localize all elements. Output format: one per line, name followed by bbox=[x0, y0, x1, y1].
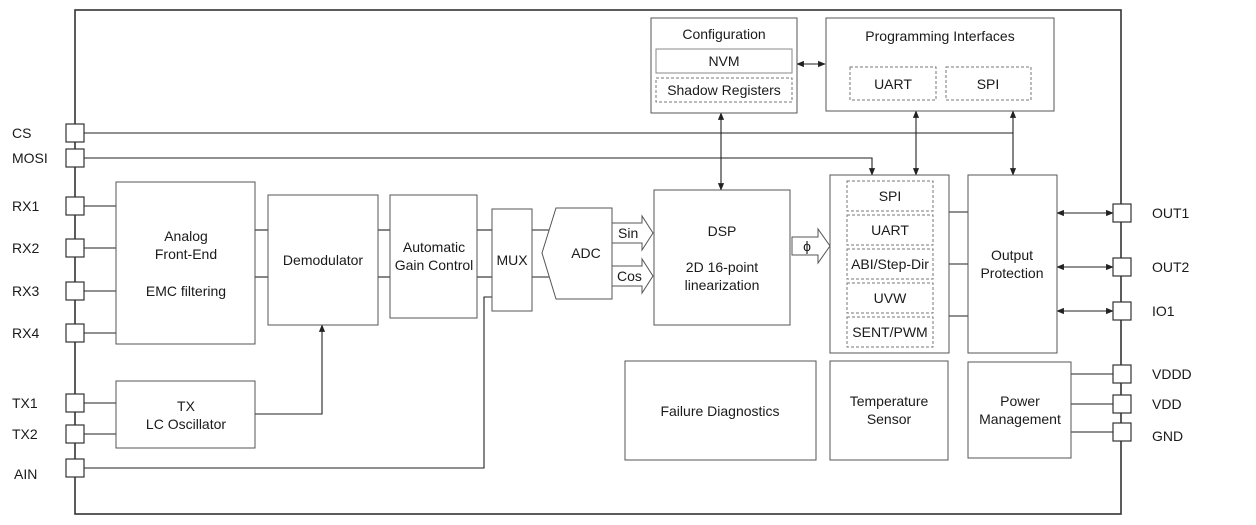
left-pins: CS MOSI RX1 RX2 RX3 RX4 TX1 TX2 AIN bbox=[12, 123, 85, 482]
nvm-label: NVM bbox=[708, 53, 739, 69]
svg-text:TX2: TX2 bbox=[12, 426, 38, 442]
osc-demod-wire bbox=[255, 324, 326, 415]
svg-text:EMC filtering: EMC filtering bbox=[146, 283, 226, 299]
interface-uvw-box bbox=[846, 282, 934, 314]
svg-text:VDD: VDD bbox=[1152, 396, 1182, 412]
svg-text:RX4: RX4 bbox=[12, 325, 39, 341]
programming-interfaces-block: Programming Interfaces UART SPI bbox=[825, 17, 1055, 112]
pin-out1: OUT1 bbox=[1112, 203, 1190, 223]
svg-text:Power: Power bbox=[1000, 393, 1040, 409]
interface-uart-label: UART bbox=[871, 222, 909, 238]
svg-text:Management: Management bbox=[979, 411, 1061, 427]
failure-diagnostics-block: Failure Diagnostics bbox=[624, 360, 817, 461]
tx-oscillator-block: TX LC Oscillator bbox=[115, 380, 256, 449]
interface-spi-label: SPI bbox=[879, 188, 902, 204]
mosi-wire bbox=[84, 157, 876, 176]
svg-text:Temperature: Temperature bbox=[850, 393, 929, 409]
analog-front-end-block: Analog Front-End EMC filtering bbox=[115, 181, 256, 345]
interface-sent-box bbox=[846, 316, 934, 348]
svg-text:RX2: RX2 bbox=[12, 240, 39, 256]
nvm-box bbox=[655, 48, 793, 74]
interface-abi-label: ABI/Step-Dir bbox=[851, 256, 929, 272]
phi-label: ϕ bbox=[803, 238, 811, 254]
svg-text:AIN: AIN bbox=[14, 466, 37, 482]
svg-text:RX1: RX1 bbox=[12, 198, 39, 214]
interface-uvw-label: UVW bbox=[874, 290, 907, 306]
pin-rx1: RX1 bbox=[12, 196, 85, 216]
svg-text:Failure Diagnostics: Failure Diagnostics bbox=[660, 403, 779, 419]
interface-sent-label: SENT/PWM bbox=[852, 324, 927, 340]
svg-text:Protection: Protection bbox=[980, 265, 1043, 281]
svg-text:OUT1: OUT1 bbox=[1152, 205, 1190, 221]
pin-cs: CS bbox=[12, 123, 85, 143]
pin-vddd: VDDD bbox=[1112, 364, 1192, 384]
pin-out2: OUT2 bbox=[1112, 257, 1190, 277]
svg-text:ADC: ADC bbox=[571, 245, 601, 261]
interface-spi-box bbox=[846, 180, 934, 212]
power-management-block: Power Management bbox=[967, 361, 1072, 459]
interface-uart-box bbox=[846, 214, 934, 246]
pin-io1: IO1 bbox=[1112, 301, 1175, 321]
pin-ain: AIN bbox=[14, 458, 85, 482]
svg-text:IO1: IO1 bbox=[1152, 303, 1175, 319]
pin-tx1: TX1 bbox=[12, 393, 85, 413]
ain-wire bbox=[84, 296, 492, 469]
svg-text:Sensor: Sensor bbox=[867, 411, 912, 427]
phi-arrow: ϕ bbox=[791, 227, 831, 265]
pin-rx3: RX3 bbox=[12, 281, 85, 301]
output-protection-block: Output Protection bbox=[967, 174, 1058, 354]
interface-abi-box bbox=[846, 248, 934, 280]
svg-text:TX1: TX1 bbox=[12, 395, 38, 411]
svg-text:OUT2: OUT2 bbox=[1152, 259, 1190, 275]
svg-text:TX: TX bbox=[177, 398, 196, 414]
configuration-block: Configuration NVM Shadow Registers bbox=[650, 17, 798, 114]
adc-block: ADC bbox=[541, 207, 613, 300]
pin-tx2: TX2 bbox=[12, 424, 85, 444]
pin-gnd: GND bbox=[1112, 422, 1183, 444]
svg-text:GND: GND bbox=[1152, 428, 1183, 444]
shadow-registers-label: Shadow Registers bbox=[667, 82, 781, 98]
svg-text:Analog: Analog bbox=[164, 228, 208, 244]
pin-rx4: RX4 bbox=[12, 323, 85, 343]
svg-text:linearization: linearization bbox=[685, 277, 760, 293]
programming-interfaces-title: Programming Interfaces bbox=[865, 28, 1014, 44]
prog-spi-label: SPI bbox=[977, 76, 1000, 92]
svg-text:Demodulator: Demodulator bbox=[283, 252, 363, 268]
agc-block: Automatic Gain Control bbox=[389, 194, 478, 319]
cos-label: Cos bbox=[617, 268, 642, 284]
cos-arrow: Cos bbox=[611, 257, 654, 295]
pin-vdd: VDD bbox=[1112, 394, 1182, 414]
svg-text:CS: CS bbox=[12, 125, 31, 141]
prog-uart-box bbox=[849, 66, 937, 101]
svg-text:Output: Output bbox=[991, 247, 1033, 263]
svg-text:Front-End: Front-End bbox=[155, 246, 217, 262]
configuration-title: Configuration bbox=[682, 26, 765, 42]
shadow-registers-box bbox=[655, 77, 793, 103]
svg-text:VDDD: VDDD bbox=[1152, 366, 1192, 382]
svg-text:LC Oscillator: LC Oscillator bbox=[146, 416, 226, 432]
demodulator-block: Demodulator bbox=[267, 194, 379, 326]
svg-text:Automatic: Automatic bbox=[403, 239, 465, 255]
mux-block: MUX bbox=[491, 208, 533, 312]
sin-arrow: Sin bbox=[611, 214, 654, 252]
svg-text:MUX: MUX bbox=[496, 252, 528, 268]
interfaces-block: SPI UART ABI/Step-Dir UVW SENT/PWM bbox=[829, 174, 950, 354]
right-pins: OUT1 OUT2 IO1 VDDD VDD GND bbox=[1112, 203, 1192, 444]
dsp-block: DSP 2D 16-point linearization bbox=[653, 189, 791, 326]
svg-text:DSP: DSP bbox=[708, 223, 737, 239]
pin-rx2: RX2 bbox=[12, 238, 85, 258]
pin-mosi: MOSI bbox=[12, 148, 85, 168]
sin-label: Sin bbox=[618, 225, 638, 241]
temperature-sensor-block: Temperature Sensor bbox=[829, 360, 949, 461]
prog-spi-box bbox=[945, 66, 1032, 101]
svg-text:Gain Control: Gain Control bbox=[395, 257, 474, 273]
prog-uart-label: UART bbox=[874, 76, 912, 92]
svg-text:2D 16-point: 2D 16-point bbox=[686, 259, 758, 275]
svg-text:RX3: RX3 bbox=[12, 283, 39, 299]
svg-text:MOSI: MOSI bbox=[12, 150, 48, 166]
